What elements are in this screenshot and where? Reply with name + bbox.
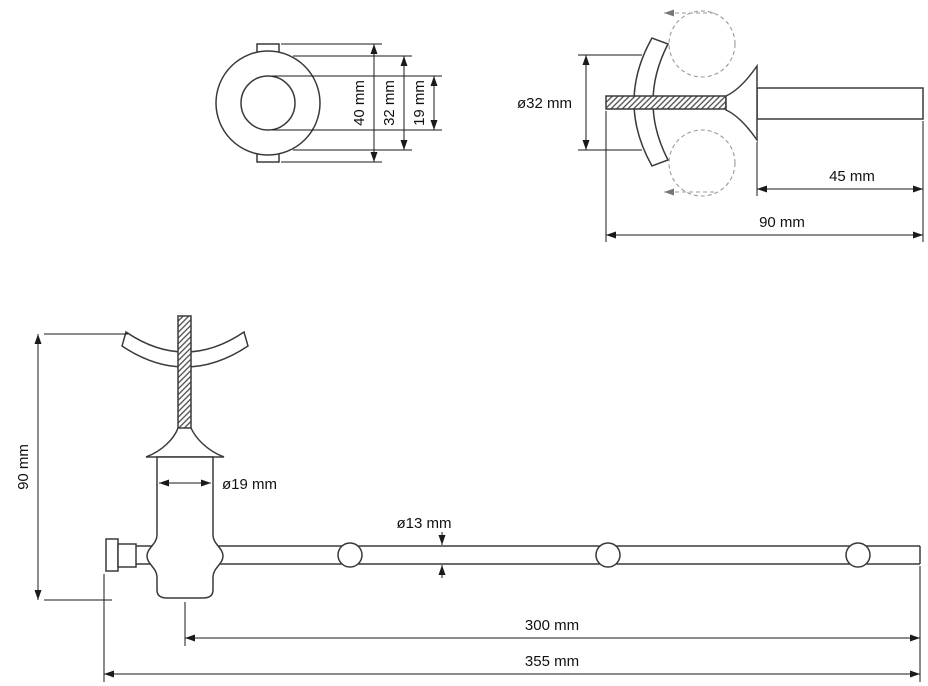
clamp-arc-profile xyxy=(121,330,249,368)
rail-ball-3 xyxy=(845,542,871,568)
dim-label-90mm-height: 90 mm xyxy=(15,444,32,490)
dim-label-o13mm: ø13 mm xyxy=(396,515,451,532)
mount-post xyxy=(146,456,224,599)
dim-label-o32mm: ø32 mm xyxy=(517,95,572,112)
rail-ball-2 xyxy=(595,542,621,568)
flange-inner-circle xyxy=(240,75,296,131)
dim-label-300mm: 300 mm xyxy=(525,617,579,634)
rail-ghost-circle-bottom xyxy=(668,129,736,197)
rail-end-neck xyxy=(117,543,137,568)
threaded-rod-vertical xyxy=(177,315,192,431)
cone-flange xyxy=(725,63,758,143)
front-view xyxy=(215,43,321,163)
rail-ball-1 xyxy=(337,542,363,568)
rail-profile-view xyxy=(105,315,921,599)
wall-bar xyxy=(756,87,924,120)
clamp-detail-view xyxy=(605,37,924,167)
dim-label-o19mm: ø19 mm xyxy=(222,476,277,493)
cone-flange-profile xyxy=(145,427,225,458)
dim-label-45mm: 45 mm xyxy=(829,168,875,185)
dim-label-19mm: 19 mm xyxy=(411,80,428,126)
profile-view-dimensions xyxy=(34,333,921,682)
clamp-guide-marks xyxy=(664,9,736,197)
front-view-dimensions xyxy=(272,43,442,163)
dim-label-40mm: 40 mm xyxy=(351,80,368,126)
rail-end-cap xyxy=(105,538,119,572)
threaded-rod xyxy=(605,95,727,110)
dim-label-90mm-depth: 90 mm xyxy=(759,214,805,231)
dim-label-32mm: 32 mm xyxy=(381,80,398,126)
clamp-view-dimensions xyxy=(578,54,924,242)
dim-label-355mm: 355 mm xyxy=(525,653,579,670)
rail-ghost-circle-top xyxy=(668,10,736,78)
